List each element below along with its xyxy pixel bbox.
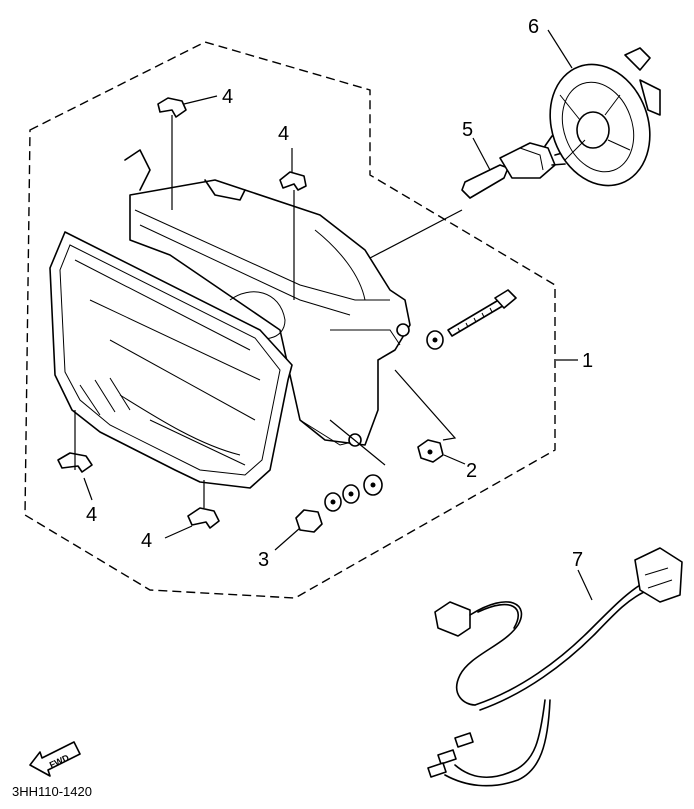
callout-7: 7 <box>572 549 583 571</box>
assembly-boundary <box>24 41 556 599</box>
part-code: 3HH110-1420 <box>12 784 92 799</box>
callout-4-bottom-left: 4 <box>86 504 97 526</box>
wire-harness <box>427 547 683 787</box>
bulb <box>461 135 567 199</box>
clip-top-left <box>157 97 187 118</box>
nut-and-washers <box>295 474 383 533</box>
callout-3: 3 <box>258 549 269 571</box>
bulb-cover <box>549 47 661 187</box>
callout-5: 5 <box>462 119 473 141</box>
callout-4-top-right: 4 <box>278 123 289 145</box>
leader-lines <box>74 29 593 601</box>
clip-bottom-right <box>187 507 220 529</box>
headlight-housing <box>124 149 411 447</box>
callout-2: 2 <box>466 460 477 482</box>
adjuster-nut <box>417 439 444 463</box>
callout-6: 6 <box>528 16 539 38</box>
callout-4-bottom-right: 4 <box>141 530 152 552</box>
clip-top-right <box>279 171 307 191</box>
callout-1: 1 <box>582 350 593 372</box>
headlight-lens <box>49 231 293 489</box>
fwd-arrow-icon: FWD <box>29 741 81 777</box>
callout-4-top-left: 4 <box>222 86 233 108</box>
adjust-screw <box>426 289 517 350</box>
